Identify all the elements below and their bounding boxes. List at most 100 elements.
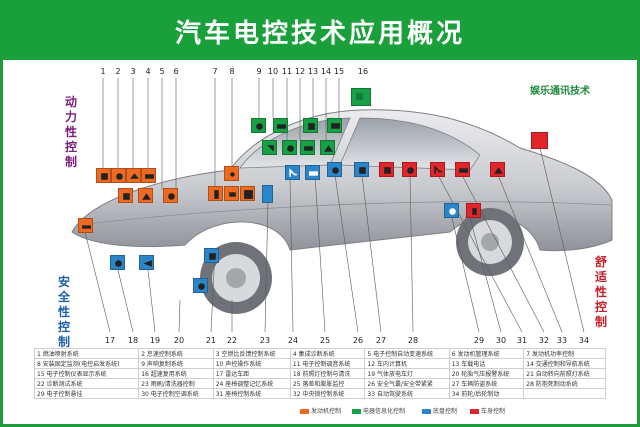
fuel-injection-icon: [96, 168, 111, 183]
wiper-icon: [262, 185, 273, 203]
callout-number: 12: [294, 67, 306, 76]
callout-number: 14: [320, 67, 332, 76]
callout-number: 6: [173, 67, 179, 76]
callout-number: 4: [145, 67, 151, 76]
callout-number: 16: [357, 67, 369, 76]
headlight-icon: [139, 255, 154, 270]
callout-number: 23: [259, 336, 271, 345]
callout-number: 26: [352, 336, 364, 345]
system-cell: 1 燃油喷射系统: [33, 348, 140, 359]
comfort-control-label: 舒适性控制: [594, 255, 607, 329]
callout-number: 20: [173, 336, 185, 345]
system-cell: 15 电子控制仪表显示系统: [33, 368, 140, 379]
power-control-label: 动力性控制: [64, 95, 77, 169]
system-cell: 21 自动转向前照灯系统: [523, 368, 606, 379]
table-row: 1 燃油喷射系统 2 怠速控制系统 3 空燃比反馈控制系统 4 集成诊断系统 5…: [33, 348, 606, 359]
system-cell: 18 前照灯控制与清洗: [289, 368, 366, 379]
callout-number: 27: [375, 336, 387, 345]
engine-unit-icon: [224, 186, 239, 201]
callout-number: 18: [127, 336, 139, 345]
table-row: 15 电子控制仪表显示系统 16 超速复用系统 17 雷达车距 18 前照灯控制…: [33, 368, 606, 379]
suspension-monitor-icon: [305, 165, 320, 180]
anti-theft-icon: [354, 162, 369, 177]
steering-headlight-icon: [204, 248, 219, 263]
callout-number: 25: [319, 336, 331, 345]
legend-label: 底盘控制: [433, 408, 458, 415]
callout-number: 22: [226, 336, 238, 345]
entertainment-module-icon: [351, 88, 371, 106]
rear-wheel: [456, 208, 524, 276]
system-list-table: 1 燃油喷射系统 2 怠速控制系统 3 空燃比反馈控制系统 4 集成诊断系统 5…: [33, 348, 606, 399]
system-cell: 30 电子控制空调系统: [138, 388, 214, 399]
front-bumper-icon: [78, 218, 93, 233]
seat-memory-icon: [285, 165, 300, 180]
system-cell: 19 气体放电车灯: [364, 368, 450, 379]
system-cell: 10 声控操作系统: [212, 358, 291, 369]
system-cell: 23 雨刷/清洗器控制: [138, 378, 214, 389]
system-cell: 20 轮胎气压报警系统: [448, 368, 525, 379]
callout-number: 33: [556, 336, 568, 345]
callout-number: 1: [100, 67, 106, 76]
system-cell: 27 车辆防盗系统: [448, 378, 525, 389]
system-cell: 14 交通控制和导航系统: [523, 358, 606, 369]
audio-icon: [251, 118, 266, 133]
legend-label: 发动机控制: [311, 408, 342, 415]
system-cell: 31 座椅控制系统: [212, 388, 291, 399]
comfort-module-icon: [531, 132, 548, 149]
callout-number: 13: [307, 67, 319, 76]
legend-label: 车身控制: [481, 408, 506, 415]
callout-number: 9: [256, 67, 262, 76]
engine-management-icon: [138, 188, 153, 203]
system-cell: 22 诊断测试系统: [33, 378, 140, 389]
callout-number: 34: [578, 336, 590, 345]
car-side-window: [339, 117, 481, 171]
engine-power-icon: [163, 188, 178, 203]
instrument-display-icon: [300, 140, 315, 155]
callout-number: 30: [495, 336, 507, 345]
callout-number: 8: [229, 67, 235, 76]
table-row: 29 电子控制悬挂 30 电子控制空调系统 31 座椅控制系统 32 中央锁控制…: [33, 388, 606, 399]
table-row: 22 诊断测试系统 23 雨刷/清洗器控制 24 座椅调整记忆系统 25 落差和…: [33, 378, 606, 389]
system-cell: 25 落差和膨胀监控: [289, 378, 366, 389]
callout-number: 31: [516, 336, 528, 345]
system-cell: 13 车载电话: [448, 358, 525, 369]
system-cell: 4 集成诊断系统: [289, 348, 366, 359]
system-cell: 16 超速复用系统: [138, 368, 214, 379]
system-cell: 5 电子控制自动变速系统: [364, 348, 450, 359]
idle-control-icon: [111, 168, 126, 183]
ac-control-icon: [402, 162, 417, 177]
system-cell: 8 安装固定监测(电控启发系统): [33, 358, 140, 369]
callout-number: 11: [281, 67, 293, 76]
engine-sensor-icon: [224, 166, 239, 181]
brake-icon: [466, 203, 481, 218]
overspeed-icon: [320, 140, 335, 155]
system-cell: 2 怠速控制系统: [138, 348, 214, 359]
callout-number: 7: [212, 67, 218, 76]
callout-number: 19: [149, 336, 161, 345]
callout-number: 15: [333, 67, 345, 76]
callout-number: 3: [130, 67, 136, 76]
transmission-icon: [118, 188, 133, 203]
safety-control-label: 安全性控制: [57, 275, 70, 349]
system-cell: 17 雷达车距: [212, 368, 291, 379]
system-cell: 12 车内计算机: [364, 358, 450, 369]
callout-number: 24: [287, 336, 299, 345]
air-fuel-icon: [126, 168, 141, 183]
abs-icon: [444, 203, 459, 218]
callout-number: 2: [115, 67, 121, 76]
system-cell: 32 中央锁控制系统: [289, 388, 366, 399]
telephone-icon: [262, 140, 277, 155]
system-cell: 26 安全气囊/安全带紧紧: [364, 378, 450, 389]
system-cell: 29 电子控制悬挂: [33, 388, 140, 399]
system-cell: 3 空燃比反馈控制系统: [212, 348, 291, 359]
system-cell: 24 座椅调整记忆系统: [212, 378, 291, 389]
entertainment-label: 娱乐通讯技术: [530, 86, 590, 97]
navigation-icon: [282, 140, 297, 155]
callout-number: 29: [473, 336, 485, 345]
system-cell: 11 电子控制调音系统: [289, 358, 366, 369]
callout-number: 32: [538, 336, 550, 345]
page-title: 汽车电控技术应用概况: [174, 19, 465, 49]
tuner-icon: [303, 118, 318, 133]
system-cell: [523, 388, 606, 399]
